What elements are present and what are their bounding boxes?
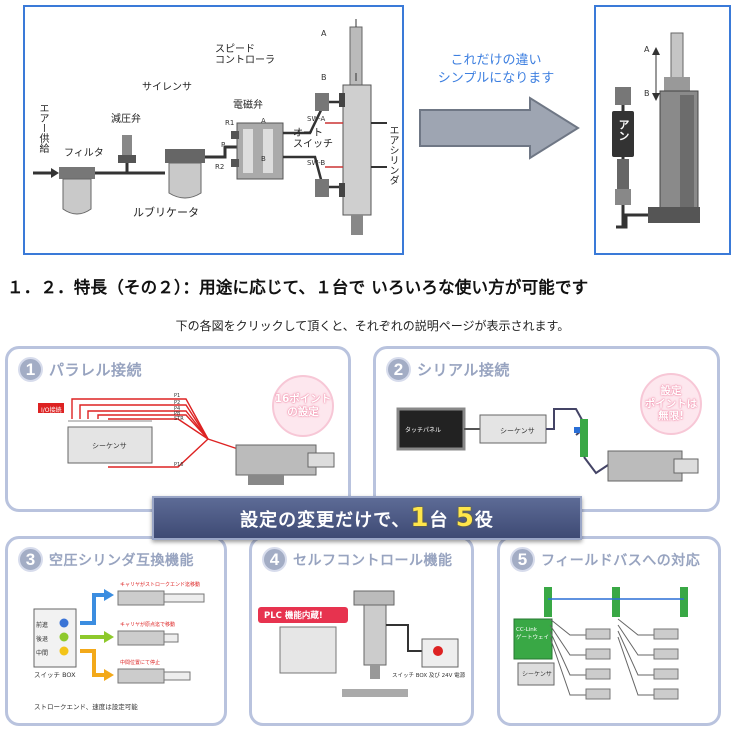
switch-box-label: スイッチ BOX — [34, 671, 76, 679]
filter-label: フィルタ — [64, 148, 104, 159]
sequencer-label: シーケンサ — [522, 671, 552, 678]
panel-serial-connection[interactable]: 2 シリアル接続 タッチパネル シーケンサ 設定 ポイントは 無限! — [373, 346, 720, 512]
panel-title-text: フィールドバスへの対応 — [541, 552, 701, 569]
note-origin: キャリヤが原点迄で移動 — [120, 622, 176, 628]
solenoid-valve-label: 電磁弁 — [233, 100, 263, 111]
right-arrow-icon — [419, 96, 580, 160]
panel-title-text: セルフコントロール機能 — [293, 552, 453, 569]
lubricator-label: ルブリケータ — [133, 206, 199, 219]
panel-title-text: 空圧シリンダ互換機能 — [49, 552, 194, 569]
sequencer-label: シーケンサ — [92, 442, 127, 450]
switch-power-note: スイッチ BOX 及び 24V 電源 — [392, 673, 466, 679]
banner-text: 設定の変更だけで、1台 5役 — [240, 503, 494, 533]
right-position-b-label: B — [644, 89, 650, 98]
center-banner: 設定の変更だけで、1台 5役 — [152, 496, 582, 540]
right-position-a-label: A — [644, 45, 650, 54]
panel-number: 5 — [510, 547, 535, 572]
output-p1-label: P1 — [174, 393, 181, 399]
position-a-label: A — [321, 29, 327, 38]
cc-link-gateway-label: CC-Link ゲートウェイ — [516, 627, 550, 641]
sequencer-label: シーケンサ — [500, 427, 535, 435]
panel-parallel-connection[interactable]: 1 パラレル接続 I/O接続 シーケンサ P1 P2 P4 P8 STR P16… — [5, 346, 351, 512]
electric-actuator-graphic — [612, 32, 700, 229]
button-forward-label: 前進 — [36, 622, 49, 629]
button-middle-label: 中間 — [36, 650, 49, 657]
panel-title: 4 セルフコントロール機能 — [262, 547, 453, 572]
cylinder-compat-graphic — [33, 589, 205, 684]
page-heading: １．２．特長（その２）：用途に応じて、１台で いろいろな使い方が可能です — [7, 278, 589, 297]
electric-actuator-diagram: アン A B — [594, 5, 731, 255]
panel-fieldbus[interactable]: 5 フィールドバスへの対応 CC-Link ゲートウェイ シーケンサ — [497, 536, 721, 726]
arrow-caption: これだけの違い シンプルになります — [412, 52, 580, 87]
panel-title: 1 パラレル接続 — [18, 357, 142, 382]
panel-number: 1 — [18, 357, 43, 382]
output-p4-label: P4 — [174, 406, 181, 412]
pneumatic-diagram-graphic — [33, 19, 387, 235]
pneumatic-system-diagram: エアー供給 フィルタ 減圧弁 サイレンサ スピード コントローラ 電磁弁 ルブリ… — [23, 5, 404, 255]
serial-connection-graphic — [396, 407, 699, 482]
panel-self-control[interactable]: 4 セルフコントロール機能 PLC 機能内蔵! スイッチ BOX 及び 24V … — [249, 536, 474, 726]
instruction-text: 下の各図をクリックして頂くと、それぞれの説明ページが表示されます。 — [175, 319, 570, 333]
silencer-label: サイレンサ — [142, 82, 192, 93]
stroke-speed-note: ストロークエンド、速度は設定可能 — [34, 703, 138, 711]
output-p16-label: P16 — [174, 462, 184, 468]
position-b-label: B — [321, 73, 327, 82]
button-backward-label: 後退 — [36, 636, 49, 643]
banner-suffix: 役 — [474, 510, 494, 531]
note-middle-stop: 中間位置にて停止 — [120, 660, 161, 666]
note-stroke-end: キャリヤがストロークエンド迄移動 — [120, 582, 201, 588]
panel-badge: 16ポイント の設定 — [272, 375, 334, 437]
sw-b-label: SW-B — [307, 159, 326, 167]
air-cylinder-label: エアシリンダ — [387, 125, 398, 185]
banner-unit: 台 — [429, 510, 449, 531]
panel-number: 3 — [18, 547, 43, 572]
reducing-valve-label: 減圧弁 — [111, 114, 141, 125]
air-supply-label: エアー供給 — [37, 103, 48, 153]
panel-number: 2 — [386, 357, 411, 382]
panel-badge: 設定 ポイントは 無限! — [640, 373, 702, 435]
output-p2-label: P2 — [174, 400, 181, 406]
panel-cylinder-compat[interactable]: 3 空圧シリンダ互換機能 前進 後退 中間 スイッチ BOX キャリヤがストロー… — [5, 536, 227, 726]
panel-title-text: パラレル接続 — [49, 361, 143, 379]
output-p8-label: P8 — [174, 411, 181, 417]
port-a-label: A — [261, 117, 266, 125]
io-connection-label: I/O接続 — [41, 407, 62, 414]
touch-panel-label: タッチパネル — [405, 427, 442, 434]
speed-controller-label: スピード コントローラ — [215, 44, 275, 66]
panel-title: 2 シリアル接続 — [386, 357, 510, 382]
banner-prefix: 設定の変更だけで、 — [240, 510, 411, 531]
output-str-label: STR — [174, 416, 184, 422]
arrow-caption-text: これだけの違い シンプルになります — [437, 53, 555, 86]
panel-title: 5 フィールドバスへの対応 — [510, 547, 700, 572]
fieldbus-graphic — [513, 587, 688, 700]
self-control-graphic — [258, 590, 459, 697]
banner-number-5: 5 — [455, 503, 475, 533]
controller-unit-label: アン — [617, 119, 630, 141]
panel-title: 3 空圧シリンダ互換機能 — [18, 547, 194, 572]
port-r2-label: R2 — [215, 163, 225, 171]
plc-builtin-tag: PLC 機能内蔵! — [264, 611, 323, 621]
panel-number: 4 — [262, 547, 287, 572]
banner-number-1: 1 — [410, 503, 430, 533]
sw-a-label: SW-A — [307, 115, 326, 123]
port-b-label: B — [261, 155, 266, 163]
parallel-connection-graphic — [38, 398, 335, 485]
port-p-label: P — [221, 141, 226, 149]
auto-switch-label: オート スイッチ — [293, 128, 333, 150]
panel-title-text: シリアル接続 — [417, 361, 510, 379]
port-r1-label: R1 — [225, 119, 235, 127]
